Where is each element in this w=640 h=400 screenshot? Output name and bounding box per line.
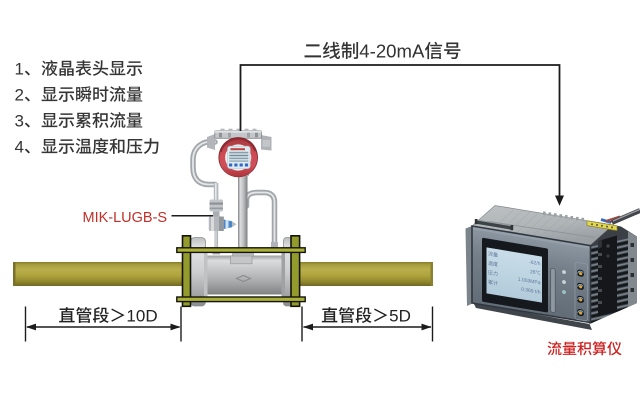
svg-text:1、液晶表头显示: 1、液晶表头显示 — [15, 54, 143, 79]
svg-text:26℃: 26℃ — [530, 268, 541, 277]
svg-text:流量: 流量 — [488, 250, 498, 259]
svg-text:二线制4-20mA信号: 二线制4-20mA信号 — [304, 36, 462, 63]
svg-text:压力: 压力 — [488, 269, 498, 278]
svg-text:直管段＞10D: 直管段＞10D — [58, 302, 157, 327]
svg-text:流量积算仪: 流量积算仪 — [547, 338, 622, 359]
svg-text:MIK-LUGB-S: MIK-LUGB-S — [83, 210, 168, 226]
svg-text:2、显示瞬时流量: 2、显示瞬时流量 — [15, 80, 143, 105]
svg-text:累计: 累计 — [488, 279, 498, 288]
svg-text:1.003MPa: 1.003MPa — [518, 276, 541, 287]
svg-text:直管段＞5D: 直管段＞5D — [321, 302, 411, 327]
svg-text:温度: 温度 — [488, 260, 498, 269]
svg-text:0.369 t/h: 0.369 t/h — [521, 286, 541, 296]
svg-text:-62/h: -62/h — [529, 258, 541, 267]
svg-text:4、显示温度和压力: 4、显示温度和压力 — [15, 133, 160, 158]
svg-text:3、显示累积流量: 3、显示累积流量 — [15, 107, 143, 132]
